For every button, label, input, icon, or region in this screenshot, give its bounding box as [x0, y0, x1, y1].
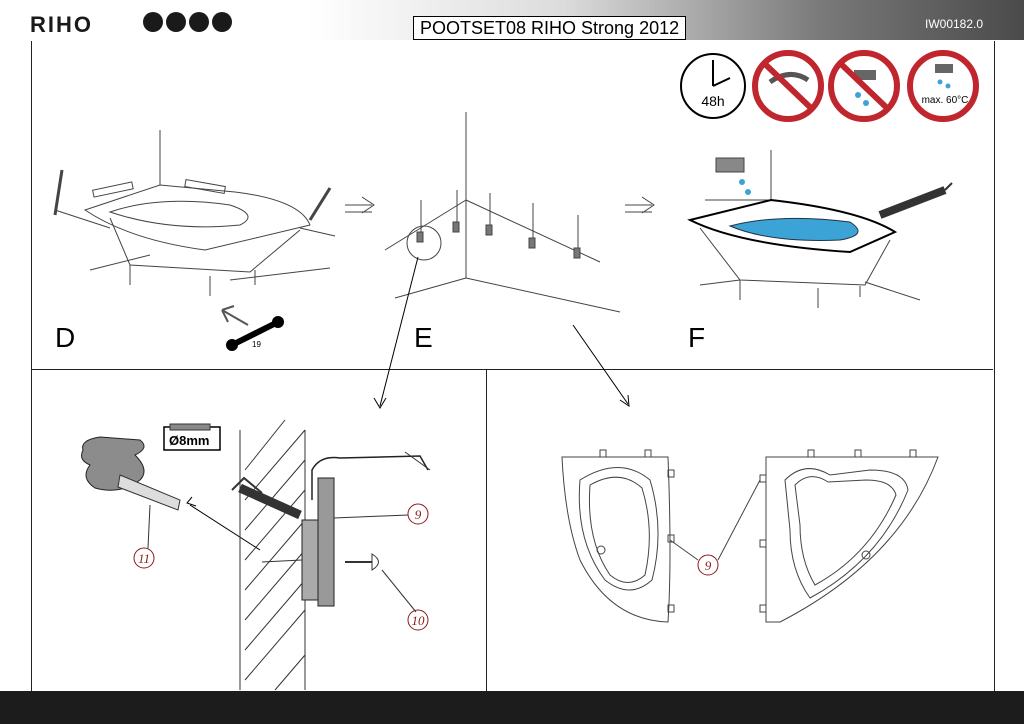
- svg-text:max. 60°C: max. 60°C: [922, 95, 969, 106]
- brand-logo: RIHO: [30, 12, 93, 37]
- boots-icon: [212, 12, 232, 32]
- bathtub-leveling-drawing: [53, 130, 375, 326]
- wait-48h-icon: 48h: [680, 53, 746, 119]
- step-label-d: D: [55, 322, 76, 353]
- svg-text:48h: 48h: [701, 93, 724, 109]
- bracket-wall-drawing: [373, 112, 655, 409]
- divider-vertical: [486, 369, 487, 691]
- no-shower-icon: [752, 50, 824, 122]
- part-number-9-wall: 9: [415, 507, 422, 522]
- drill-wall-detail: [81, 419, 431, 691]
- part-number-10: 10: [412, 613, 426, 628]
- divider-horizontal: [31, 369, 993, 370]
- wrench-icon: [226, 316, 284, 351]
- silicone-seal-drawing: [687, 150, 953, 308]
- step-label-e: E: [414, 322, 433, 353]
- bath-top-views: [561, 449, 939, 623]
- part-number-9-bath: 9: [705, 558, 712, 573]
- step-label-f: F: [688, 322, 706, 353]
- document-title: POOTSET08 RIHO Strong 2012: [413, 16, 687, 40]
- wrench-size-label: 19: [252, 340, 261, 349]
- workwear-icon: [143, 12, 163, 32]
- max-temp-icon: max. 60°C: [907, 50, 979, 122]
- sheet-frame: [31, 41, 995, 691]
- no-hot-water-icon: [828, 50, 900, 122]
- gloves-icon: [189, 12, 209, 32]
- part-number-11: 11: [138, 551, 150, 566]
- drill-size-label: Ø8mm: [169, 433, 209, 448]
- header-bar: RIHO POOTSET08 RIHO Strong 2012 IW00182.…: [0, 0, 1024, 40]
- mask-icon: [166, 12, 186, 32]
- document-code: IW00182.0: [925, 17, 984, 31]
- footer-bar: [0, 691, 1024, 724]
- ppe-icons: [143, 12, 232, 32]
